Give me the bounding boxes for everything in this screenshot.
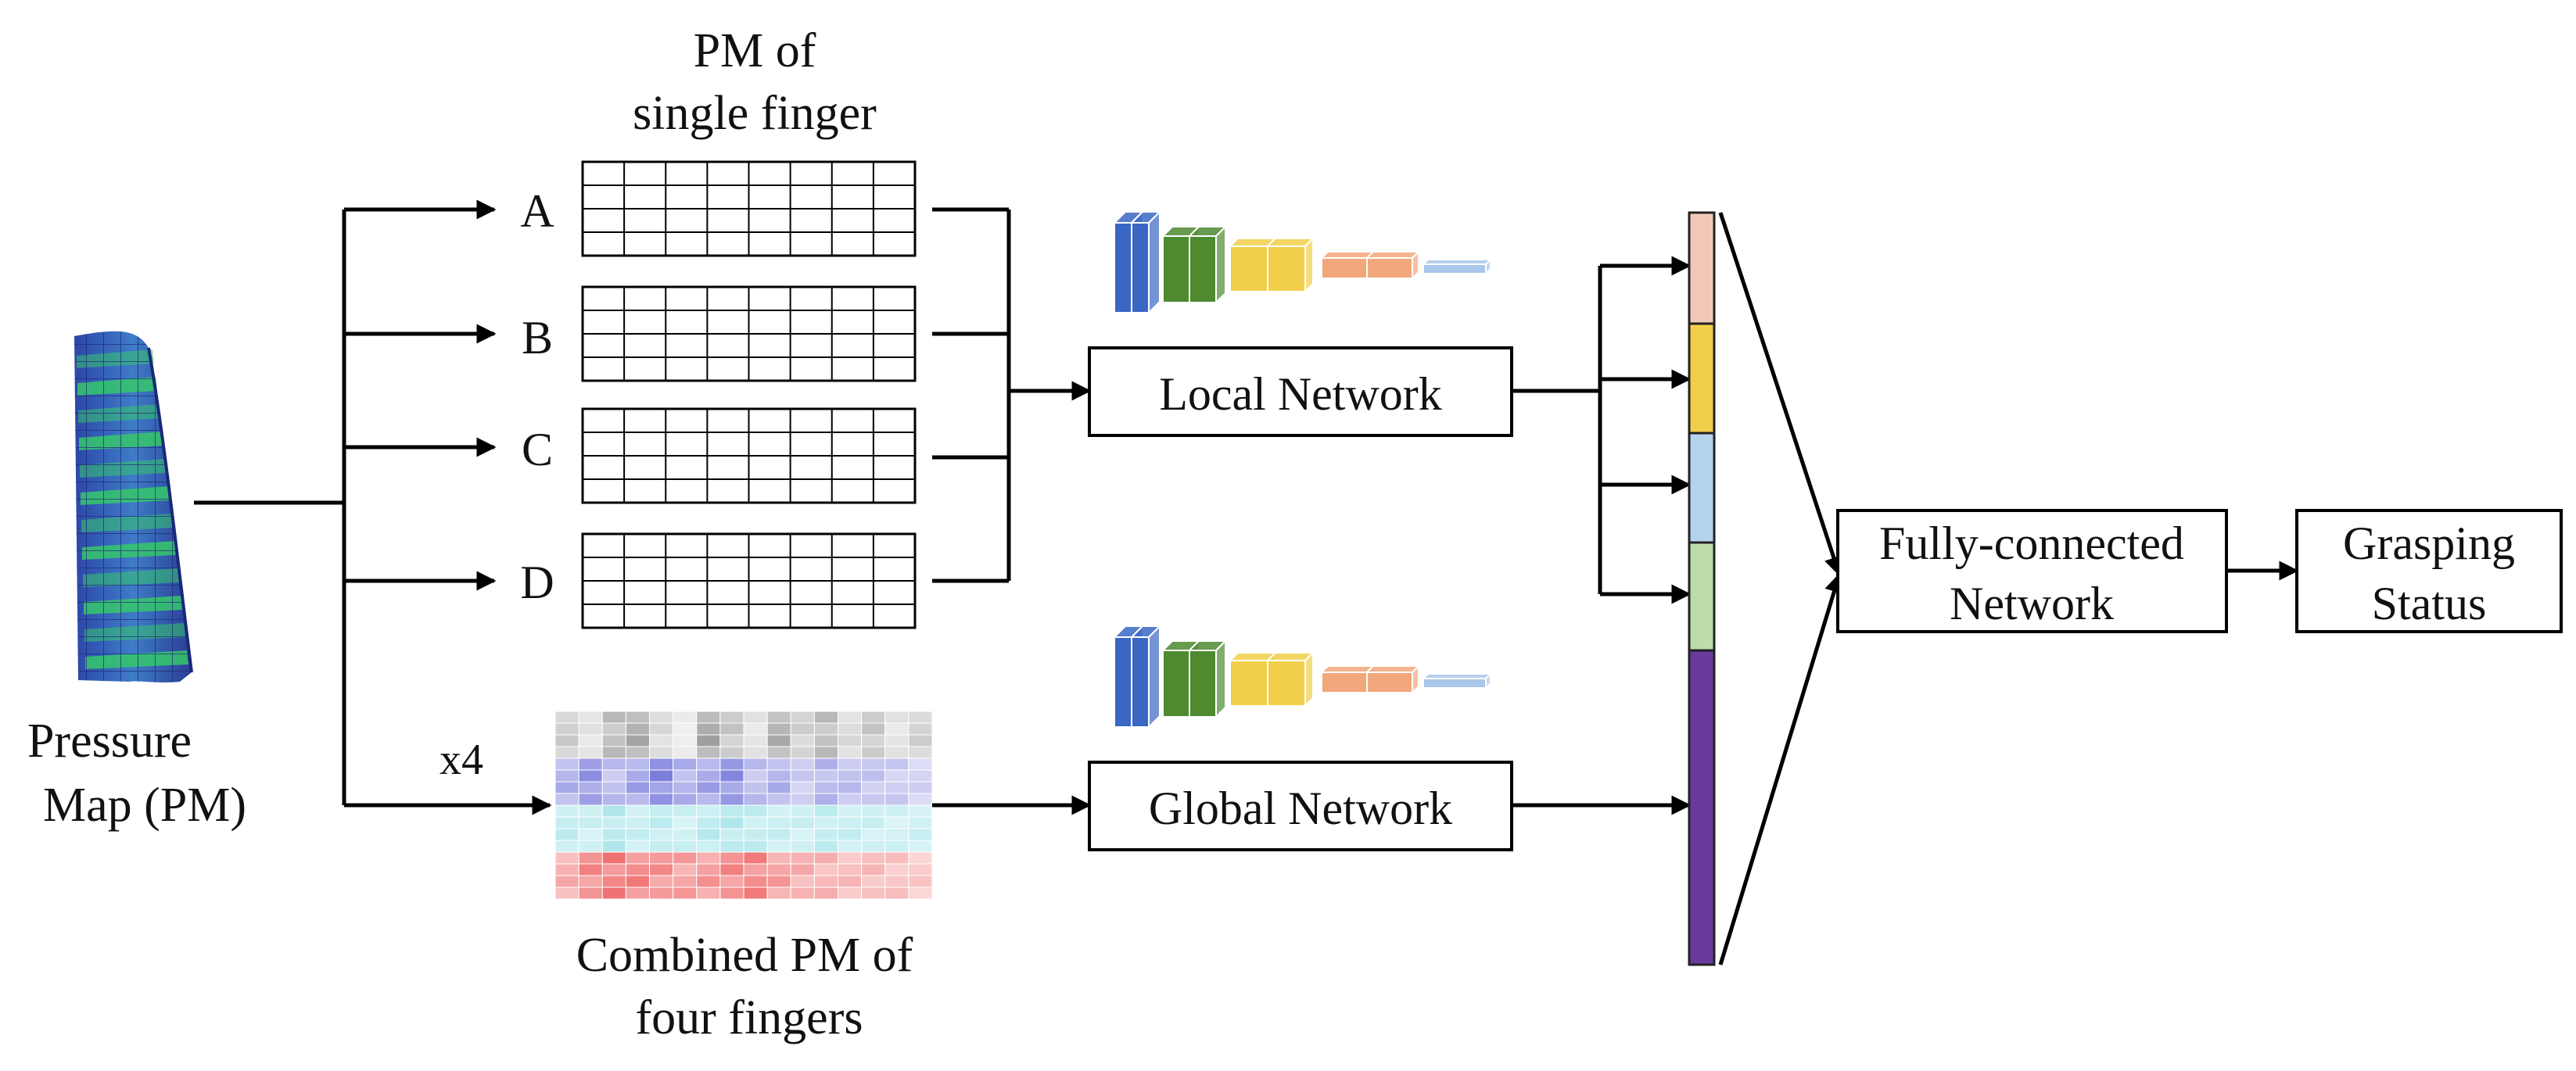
grasp-label-line2: Status (2372, 578, 2487, 629)
local-network-label: Local Network (1159, 368, 1442, 420)
pm-title-line2: single finger (633, 87, 877, 140)
finger-label-c: C (522, 424, 553, 475)
single-finger-grid-a (581, 160, 917, 257)
feature-segment-yellow (1688, 322, 1716, 435)
pm-title-line1: PM of (694, 24, 816, 77)
finger-label-b: B (522, 312, 553, 364)
cnn-layer-stack-icon (1112, 624, 1493, 729)
single-finger-grid-b (581, 285, 917, 382)
split-connectors (194, 199, 552, 815)
combined-label-line2: four fingers (636, 991, 863, 1044)
fc-input-arrows (1718, 212, 1844, 965)
pressure-label-line2: Map (PM) (43, 779, 246, 832)
global-network-box (1088, 761, 1513, 851)
merge-connectors (932, 207, 1092, 815)
finger-pressure-map-image (74, 331, 193, 682)
combined-label-line1: Combined PM of (576, 929, 913, 982)
pressure-label-line1: Pressure (27, 715, 192, 768)
local-network-box (1088, 346, 1513, 437)
combined-pm-heatmap (554, 711, 933, 900)
grasp-label-line1: Grasping (2343, 518, 2515, 569)
cnn-layer-stack-icon (1112, 210, 1493, 315)
finger-label-d: D (520, 557, 554, 608)
feature-segment-blue (1688, 432, 1716, 544)
fully-connected-network-box (1836, 509, 2228, 633)
grasping-status-box (2295, 509, 2563, 633)
fc-label-line2: Network (1950, 578, 2114, 629)
feature-connectors (1512, 256, 1692, 815)
x4-label: x4 (439, 736, 483, 784)
feature-segment-green (1688, 541, 1716, 652)
feature-vector (1688, 211, 1716, 966)
single-finger-grid-d (581, 532, 917, 629)
finger-label-a: A (520, 185, 554, 237)
global-network-label: Global Network (1149, 783, 1452, 834)
single-finger-grid-c (581, 407, 917, 504)
feature-segment-pink (1688, 211, 1716, 325)
fc-label-line1: Fully-connected (1879, 518, 2184, 569)
feature-segment-purple (1688, 649, 1716, 966)
